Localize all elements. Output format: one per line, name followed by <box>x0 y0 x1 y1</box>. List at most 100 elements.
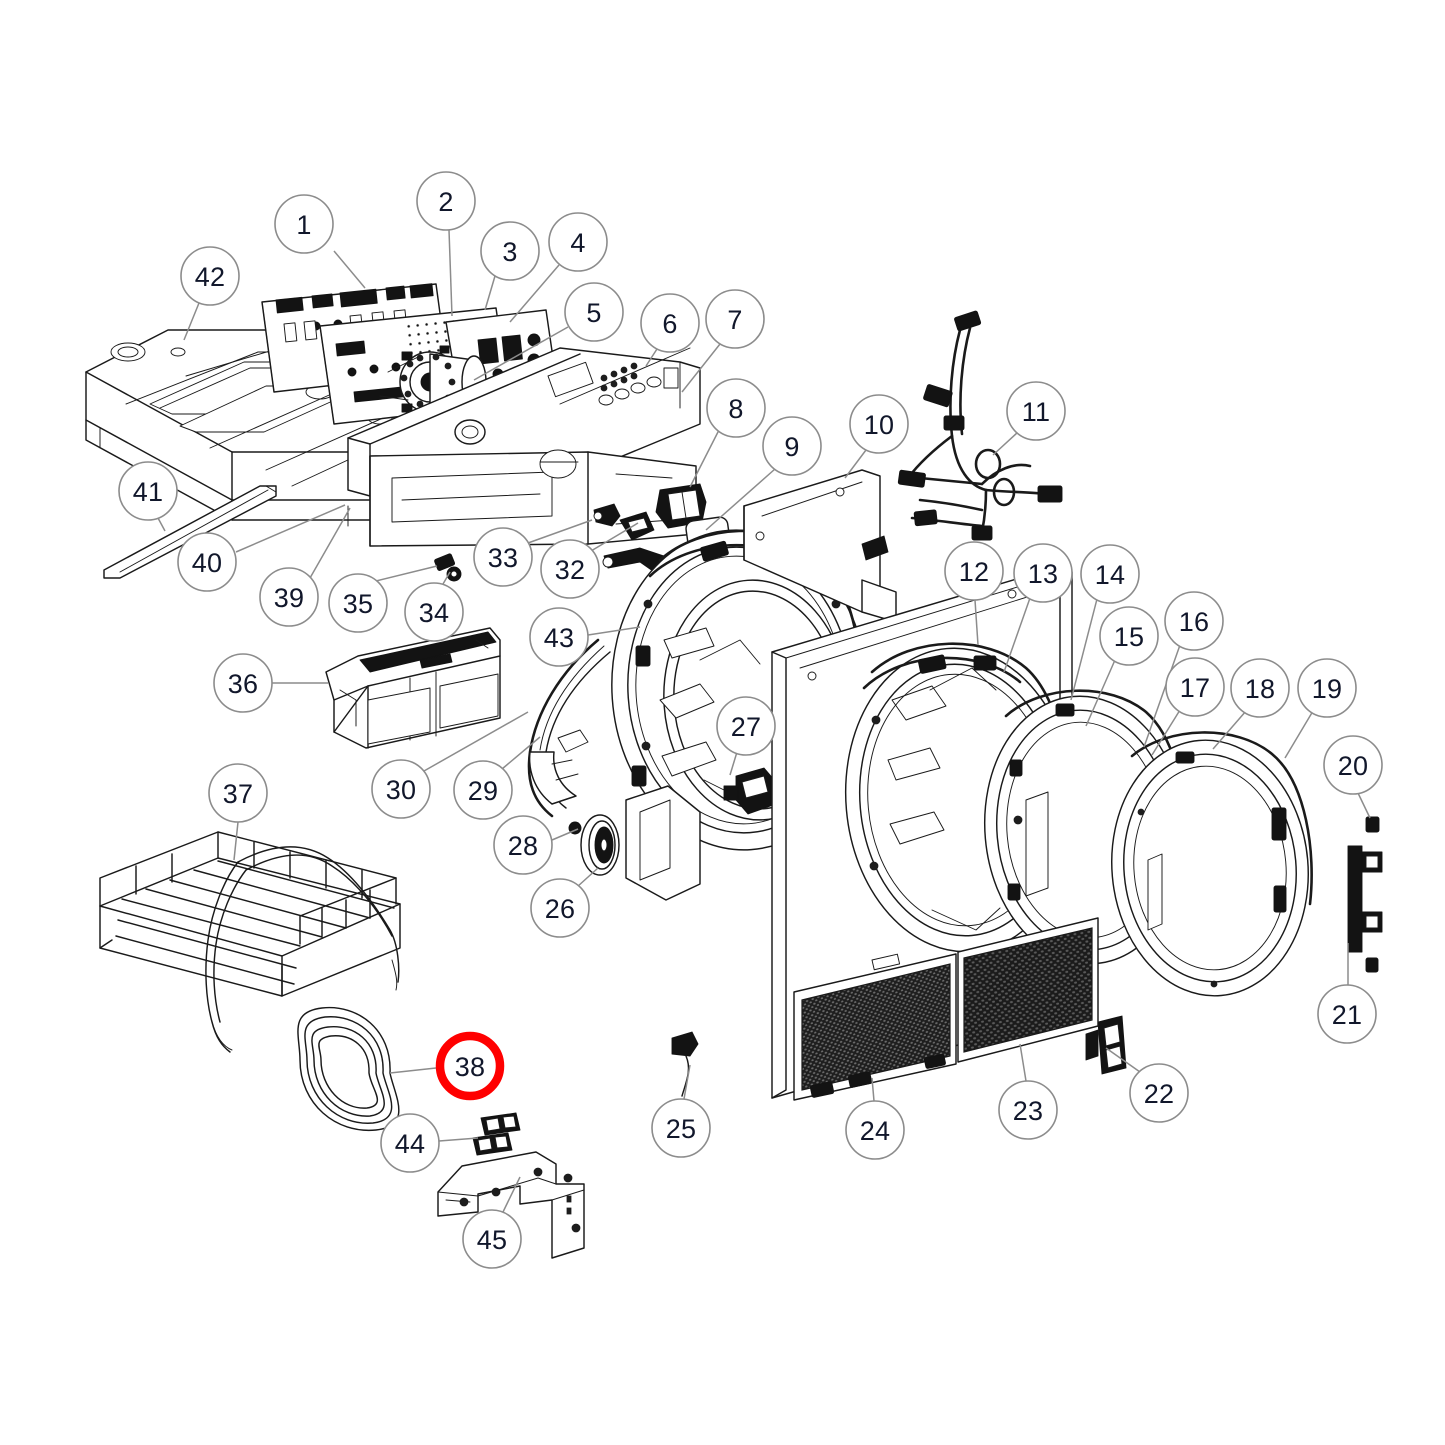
callout-number: 11 <box>1022 397 1050 427</box>
callout-ring <box>453 760 513 820</box>
callout-ring <box>493 815 553 875</box>
callout-number: 44 <box>395 1129 425 1159</box>
callout-15[interactable]: 15 <box>1099 606 1159 666</box>
callout-27[interactable]: 27 <box>716 696 776 756</box>
callout-leader-11 <box>992 431 1019 456</box>
callout-6[interactable]: 6 <box>640 293 700 353</box>
callout-number: 45 <box>477 1225 507 1255</box>
callout-ring <box>762 416 822 476</box>
callout-number: 43 <box>544 623 574 653</box>
callout-5[interactable]: 5 <box>564 282 624 342</box>
callout-ring <box>1080 544 1140 604</box>
callout-ring <box>705 289 765 349</box>
callout-leader-22 <box>1105 1047 1141 1073</box>
callout-14[interactable]: 14 <box>1080 544 1140 604</box>
callout-number: 9 <box>784 432 799 462</box>
callout-35[interactable]: 35 <box>328 573 388 633</box>
callout-25[interactable]: 25 <box>651 1098 711 1158</box>
callout-18[interactable]: 18 <box>1230 658 1290 718</box>
callout-number: 16 <box>1179 607 1209 637</box>
callout-number: 32 <box>555 555 585 585</box>
callout-22[interactable]: 22 <box>1129 1063 1189 1123</box>
callout-32[interactable]: 32 <box>540 539 600 599</box>
callout-23[interactable]: 23 <box>998 1080 1058 1140</box>
callout-number: 6 <box>662 309 677 339</box>
callout-ring <box>473 527 533 587</box>
callout-4[interactable]: 4 <box>548 212 608 272</box>
callout-ring <box>416 171 476 231</box>
callout-24[interactable]: 24 <box>845 1100 905 1160</box>
callout-leader-24 <box>871 1077 875 1102</box>
callout-17[interactable]: 17 <box>1165 657 1225 717</box>
callout-1[interactable]: 1 <box>274 194 334 254</box>
callout-number: 41 <box>133 477 163 507</box>
callout-7[interactable]: 7 <box>705 289 765 349</box>
callout-42[interactable]: 42 <box>180 246 240 306</box>
callout-ring <box>213 653 273 713</box>
callout-leader-28 <box>551 828 579 841</box>
callout-37[interactable]: 37 <box>208 763 268 823</box>
wire-harness-part-11 <box>897 310 1063 541</box>
callout-43[interactable]: 43 <box>529 607 589 667</box>
callout-45[interactable]: 45 <box>462 1209 522 1269</box>
callout-ring <box>462 1209 522 1269</box>
callout-number: 8 <box>728 394 743 424</box>
callout-number: 5 <box>586 298 601 328</box>
callout-ring <box>328 573 388 633</box>
callout-13[interactable]: 13 <box>1013 543 1073 603</box>
callout-leader-26 <box>576 867 599 888</box>
rail-part-41 <box>103 485 277 579</box>
callout-number: 23 <box>1013 1096 1043 1126</box>
callout-ring <box>208 763 268 823</box>
callout-34[interactable]: 34 <box>404 582 464 642</box>
callout-number: 28 <box>508 831 538 861</box>
callout-leader-29 <box>501 736 541 770</box>
blower-wheel-part-26 <box>568 814 620 876</box>
callout-12[interactable]: 12 <box>944 541 1004 601</box>
callout-20[interactable]: 20 <box>1323 735 1383 795</box>
callout-21[interactable]: 21 <box>1317 984 1377 1044</box>
callout-9[interactable]: 9 <box>762 416 822 476</box>
callout-ring <box>1317 984 1377 1044</box>
small-components-32-33 <box>593 503 673 577</box>
callout-number: 10 <box>864 410 894 440</box>
callout-ring <box>716 696 776 756</box>
callout-38-highlighted[interactable]: 38 <box>435 1031 505 1101</box>
callout-19[interactable]: 19 <box>1297 658 1357 718</box>
door-ring-part-18-19 <box>1111 731 1313 997</box>
callout-leader-42 <box>183 302 200 341</box>
callout-leader-8 <box>689 429 720 488</box>
callout-number: 37 <box>223 779 253 809</box>
callout-leader-16 <box>1143 644 1181 748</box>
callout-number: 35 <box>343 589 373 619</box>
callout-40[interactable]: 40 <box>177 532 237 592</box>
callout-36[interactable]: 36 <box>213 653 273 713</box>
door-hinge-part-21 <box>1347 816 1383 973</box>
callout-3[interactable]: 3 <box>480 221 540 281</box>
callout-ring <box>118 461 178 521</box>
callout-39[interactable]: 39 <box>259 567 319 627</box>
callout-44[interactable]: 44 <box>380 1113 440 1173</box>
callout-leader-32 <box>590 522 639 552</box>
callout-16[interactable]: 16 <box>1164 591 1224 651</box>
callout-29[interactable]: 29 <box>453 760 513 820</box>
lint-filter-part-36 <box>325 627 501 749</box>
callout-number: 13 <box>1028 559 1058 589</box>
callout-2[interactable]: 2 <box>416 171 476 231</box>
callout-26[interactable]: 26 <box>530 878 590 938</box>
callout-11[interactable]: 11 <box>1006 381 1066 441</box>
callout-41[interactable]: 41 <box>118 461 178 521</box>
callout-number: 21 <box>1332 1000 1362 1030</box>
callout-30[interactable]: 30 <box>371 759 431 819</box>
callout-leader-5 <box>473 326 569 381</box>
bracket-part-45 <box>437 1151 585 1259</box>
callout-number: 22 <box>1144 1079 1174 1109</box>
callout-number: 26 <box>545 894 575 924</box>
callout-8[interactable]: 8 <box>706 378 766 438</box>
callout-ring <box>849 394 909 454</box>
console-controls <box>547 347 691 406</box>
callout-leader-10 <box>844 449 867 479</box>
callout-33[interactable]: 33 <box>473 527 533 587</box>
callout-28[interactable]: 28 <box>493 815 553 875</box>
callout-10[interactable]: 10 <box>849 394 909 454</box>
